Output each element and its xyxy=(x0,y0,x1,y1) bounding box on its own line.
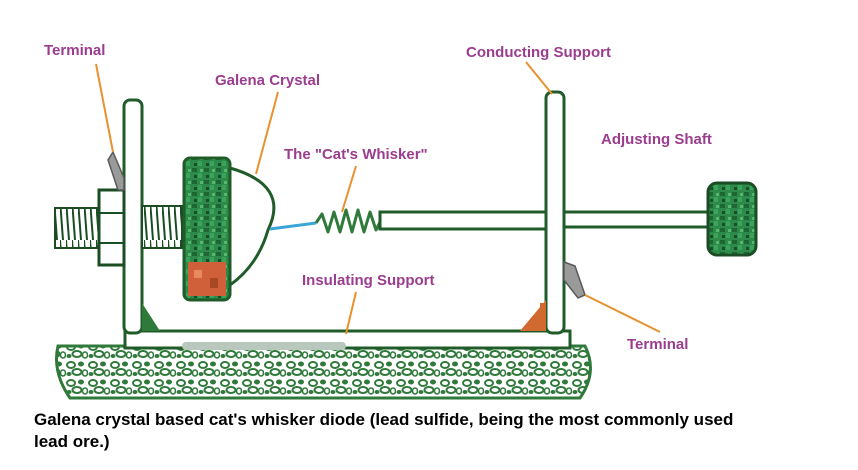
insulating-support-plate xyxy=(123,329,572,350)
conducting-support-post xyxy=(520,90,566,335)
diode-diagram xyxy=(54,61,758,400)
label-galena-crystal: Galena Crystal xyxy=(215,72,321,89)
label-conducting-support: Conducting Support xyxy=(466,44,611,61)
cats-whisker xyxy=(269,208,382,234)
label-adjusting-shaft: Adjusting Shaft xyxy=(601,131,712,148)
label-terminal-right: Terminal xyxy=(627,336,689,353)
figure-caption: Galena crystal based cat's whisker diode… xyxy=(34,410,734,451)
galena-crystal xyxy=(182,156,276,302)
terminal-left-tab xyxy=(107,150,125,191)
label-insulating-support: Insulating Support xyxy=(302,272,435,289)
threaded-screw xyxy=(54,188,183,267)
adjusting-shaft xyxy=(378,181,758,257)
label-terminal-left: Terminal xyxy=(44,42,106,59)
gravel-base xyxy=(55,344,592,400)
label-cats-whisker: The "Cat's Whisker" xyxy=(284,146,428,163)
leader-lines xyxy=(95,61,661,335)
terminal-right-tab xyxy=(563,260,586,299)
